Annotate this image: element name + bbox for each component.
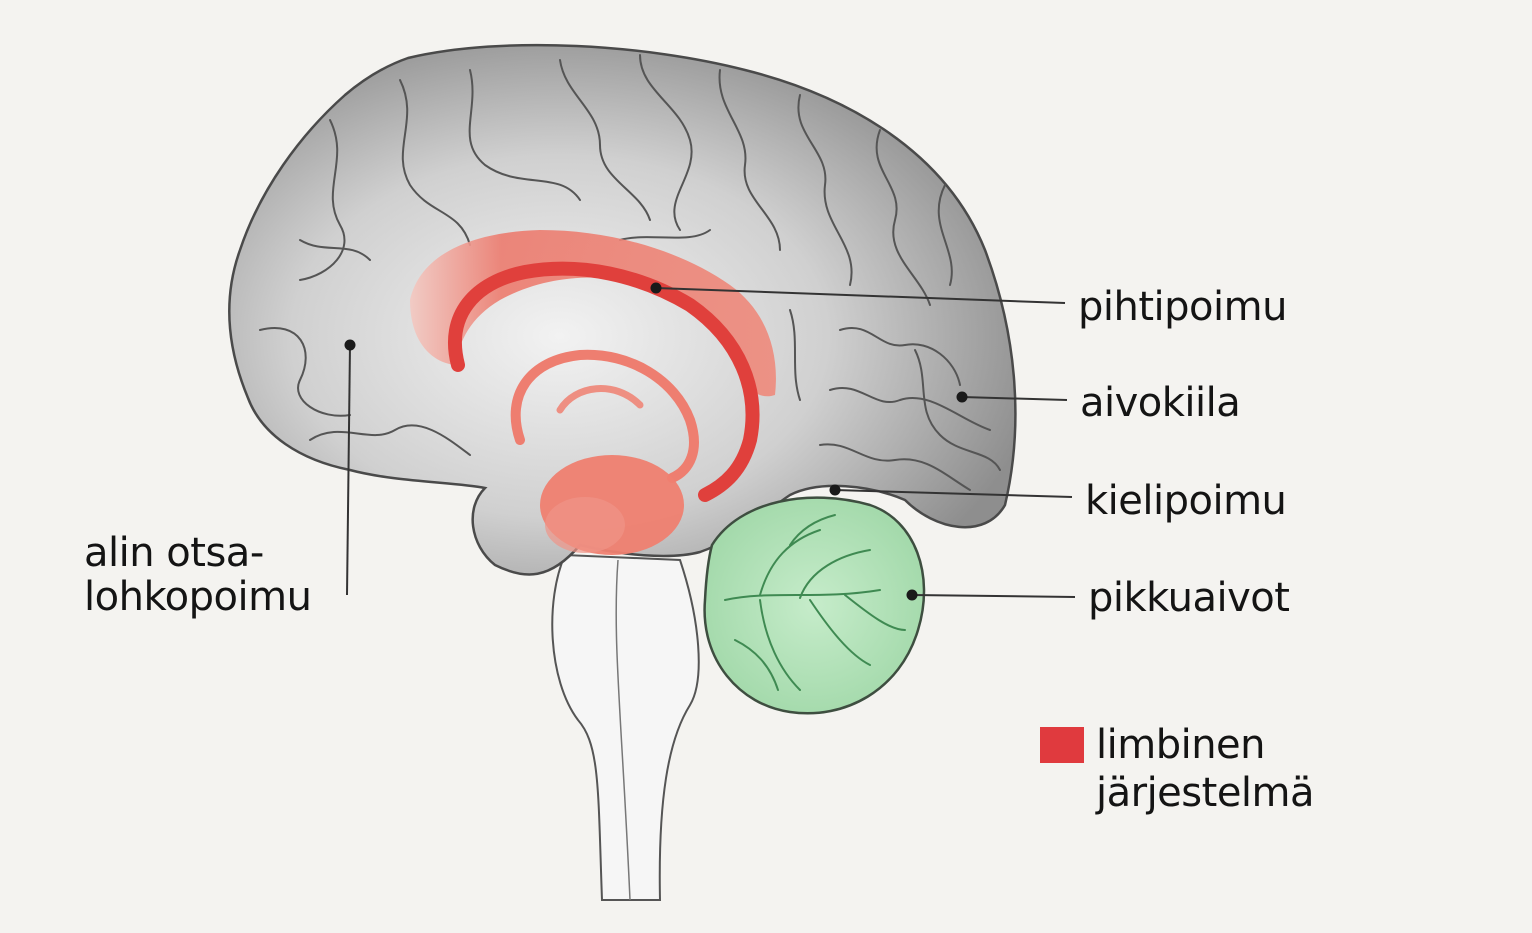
label-alin-otsalohkopoimu-line2: lohkopoimu bbox=[84, 574, 311, 620]
label-pikkuaivot: pikkuaivot bbox=[1088, 575, 1289, 621]
label-aivokiila: aivokiila bbox=[1080, 380, 1240, 426]
label-alin-otsalohkopoimu-line1: alin otsa- bbox=[84, 530, 264, 576]
label-pihtipoimu: pihtipoimu bbox=[1078, 284, 1287, 330]
legend-label-line1: limbinen bbox=[1096, 722, 1265, 768]
cerebellum bbox=[705, 498, 924, 714]
legend-swatch bbox=[1040, 727, 1084, 763]
label-kielipoimu: kielipoimu bbox=[1085, 478, 1286, 524]
legend-label-line2: järjestelmä bbox=[1096, 770, 1314, 816]
brainstem bbox=[552, 555, 698, 900]
